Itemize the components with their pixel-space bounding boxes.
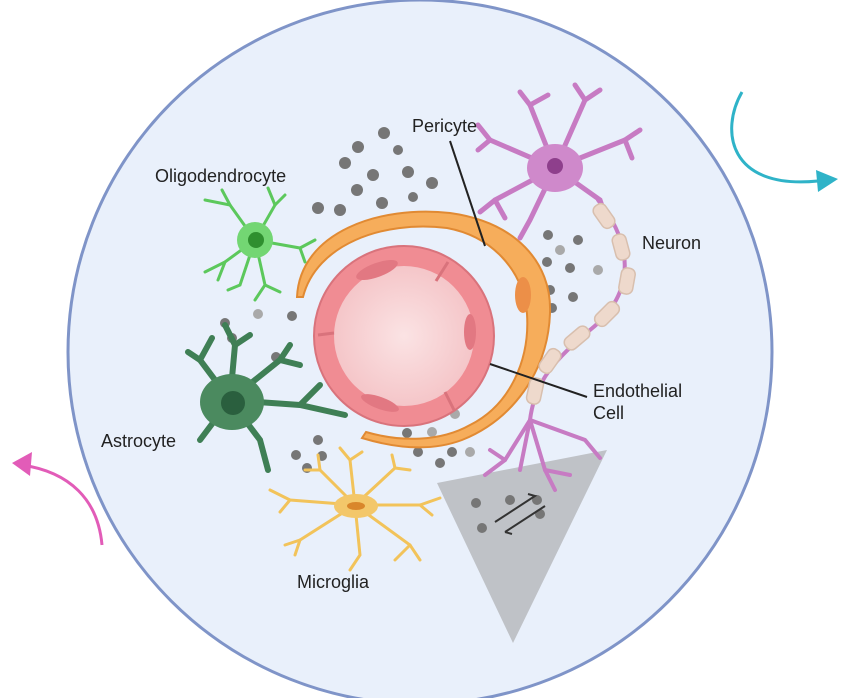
arrow-in-icon bbox=[730, 91, 838, 192]
synapse-triangle bbox=[437, 450, 607, 643]
label-microglia: Microglia bbox=[297, 572, 370, 592]
microglia bbox=[268, 446, 442, 572]
arrow-out-icon bbox=[12, 452, 104, 546]
label-neuron: Neuron bbox=[642, 233, 701, 253]
myelin-sheath bbox=[525, 202, 636, 405]
label-cell: Cell bbox=[593, 403, 624, 423]
label-oligodendrocyte: Oligodendrocyte bbox=[155, 166, 286, 186]
label-pericyte: Pericyte bbox=[412, 116, 477, 136]
leader-lines bbox=[449, 140, 588, 398]
synapse-transfer-icon bbox=[494, 493, 546, 535]
label-endothelial: Endothelial bbox=[593, 381, 682, 401]
microglia-nucleus bbox=[347, 502, 365, 510]
pericyte-nucleus bbox=[515, 277, 531, 313]
pericyte bbox=[295, 210, 552, 449]
label-astrocyte: Astrocyte bbox=[101, 431, 176, 451]
endothelial-nuclei bbox=[356, 260, 476, 412]
oligodendrocyte-nucleus bbox=[248, 232, 264, 248]
endothelial-junctions bbox=[317, 261, 456, 411]
neuron-nucleus bbox=[547, 158, 563, 174]
astrocyte-nucleus bbox=[221, 391, 245, 415]
vessel-lumen bbox=[334, 266, 474, 406]
